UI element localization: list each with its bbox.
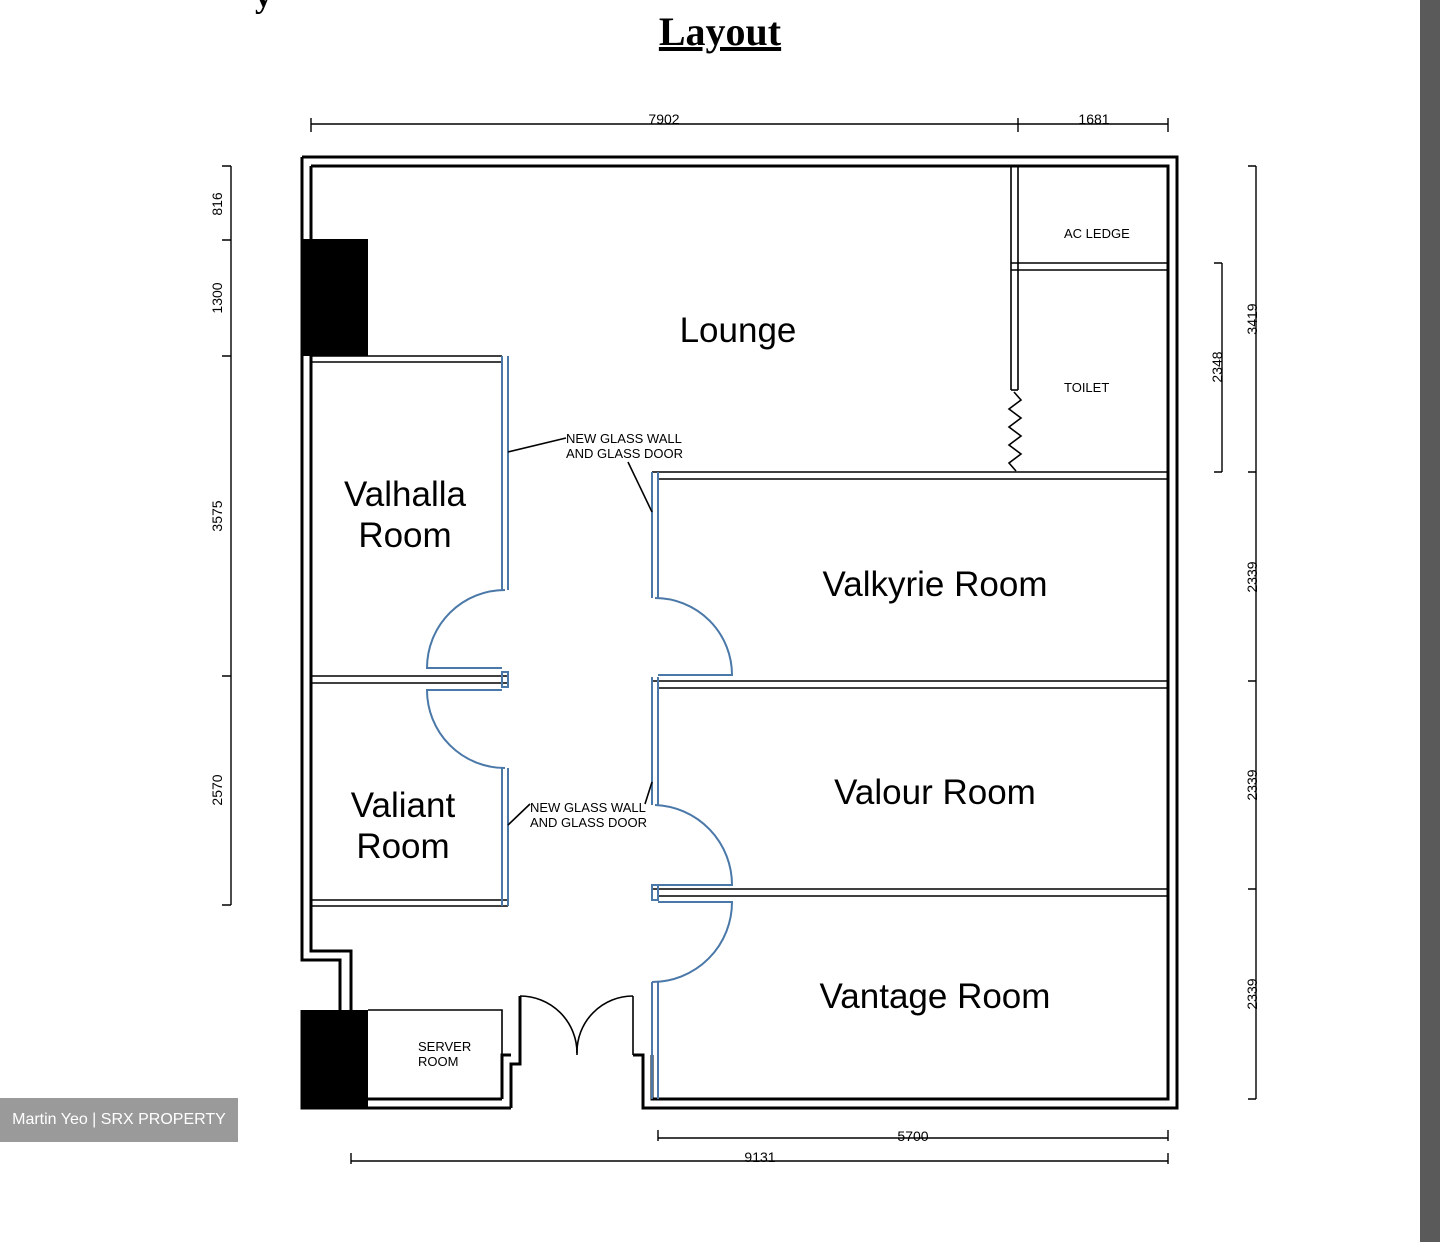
- room-label-valiant-line2: Room: [356, 827, 449, 866]
- entrance-double-door: [519, 995, 634, 1055]
- toilet-door-zigzag: [1007, 391, 1023, 472]
- dim-label-top-left: 7902: [648, 111, 679, 127]
- glass-note-lower-line1: NEW GLASS WALL: [530, 800, 646, 815]
- right-edge-scrollbar[interactable]: [1420, 0, 1440, 1242]
- dim-label-bottom-outer: 9131: [744, 1149, 775, 1165]
- column-upper: [302, 239, 368, 356]
- left-rooms-walls: [311, 355, 508, 907]
- column-lower: [302, 1010, 368, 1108]
- glass-note-upper-line1: NEW GLASS WALL: [566, 431, 682, 446]
- room-label-valour: Valour Room: [834, 773, 1036, 812]
- top-text-fragment: y: [255, 0, 272, 16]
- valhalla-door-swing: [425, 589, 506, 669]
- room-label-vantage: Vantage Room: [820, 977, 1051, 1016]
- dim-label-right-1: 3419: [1244, 303, 1260, 334]
- dim-label-left-1: 816: [209, 192, 225, 216]
- glass-note-upper-line2: AND GLASS DOOR: [566, 446, 683, 461]
- annotation-leaders: [507, 437, 653, 826]
- left-glass-wall: [425, 356, 509, 906]
- server-room-walls: [368, 1009, 503, 1055]
- room-label-server-line1: SERVER: [418, 1039, 471, 1054]
- room-label-valiant-line1: Valiant: [351, 786, 456, 825]
- dim-label-top-right: 1681: [1078, 111, 1109, 127]
- valkyrie-door-swing: [654, 597, 734, 676]
- dim-label-left-2: 1300: [209, 282, 225, 313]
- service-walls: [1007, 166, 1168, 472]
- page-title: Layout: [658, 9, 782, 54]
- room-label-valhalla-line2: Room: [358, 516, 451, 555]
- right-rooms-walls: [652, 471, 1168, 897]
- valiant-door-swing: [425, 689, 506, 769]
- room-label-valkyrie: Valkyrie Room: [823, 565, 1048, 604]
- valour-door-swing: [654, 804, 734, 886]
- vantage-door-swing: [651, 901, 734, 983]
- dim-label-right-4: 2339: [1244, 978, 1260, 1009]
- room-label-toilet: TOILET: [1064, 380, 1109, 395]
- dim-label-right-inner: 2348: [1209, 351, 1225, 382]
- room-label-valhalla-line1: Valhalla: [344, 475, 466, 514]
- right-glass-wall: [651, 472, 734, 1099]
- dimension-lines: [222, 118, 1257, 1164]
- watermark-badge: Martin Yeo | SRX PROPERTY: [0, 1098, 238, 1142]
- room-label-server-line2: ROOM: [418, 1054, 458, 1069]
- dim-label-left-4: 2570: [209, 774, 225, 805]
- dim-label-left-3: 3575: [209, 500, 225, 531]
- outer-walls: [300, 155, 1179, 1110]
- room-label-lounge: Lounge: [680, 311, 797, 350]
- room-label-ac-ledge: AC LEDGE: [1064, 226, 1130, 241]
- glass-note-lower-line2: AND GLASS DOOR: [530, 815, 647, 830]
- dim-label-bottom-inner: 5700: [897, 1128, 928, 1144]
- dim-label-right-2: 2339: [1244, 561, 1260, 592]
- dim-label-right-3: 2339: [1244, 769, 1260, 800]
